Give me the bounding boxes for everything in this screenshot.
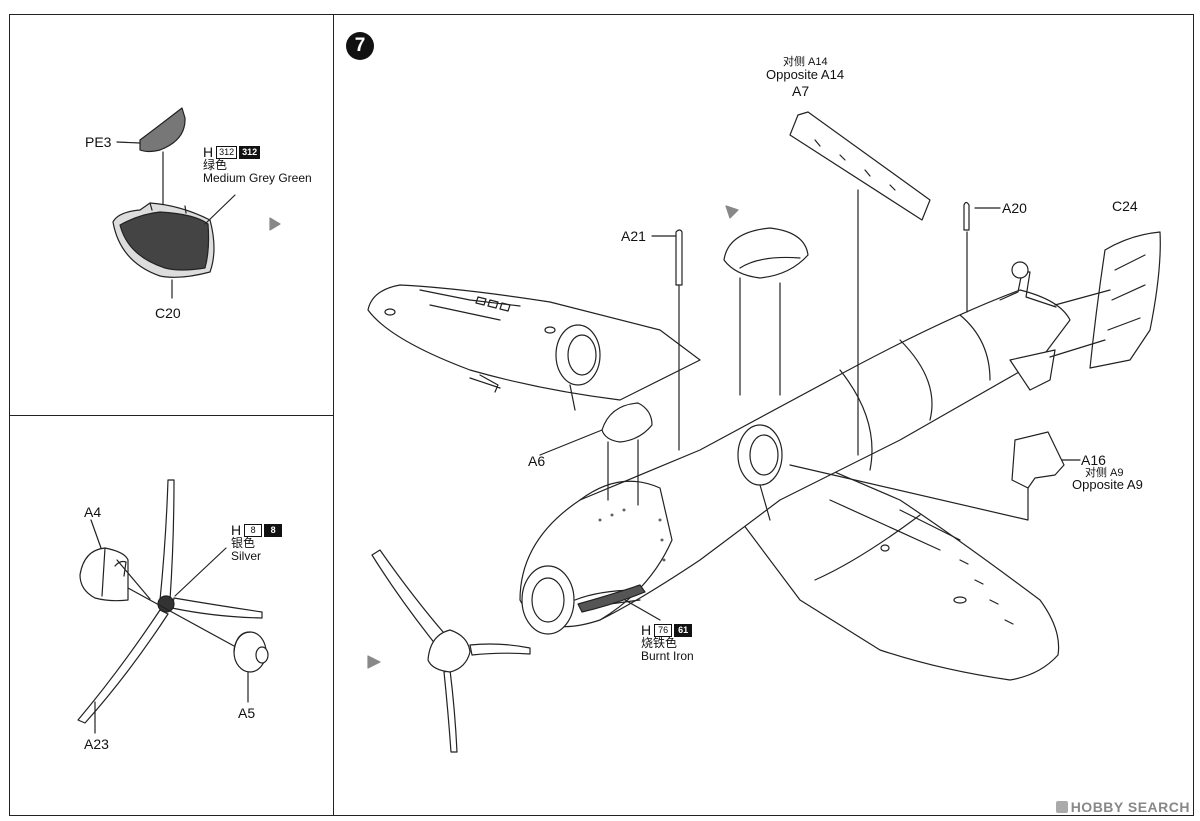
c24-rudder (1089, 231, 1161, 369)
paint-name-cn: 烧铁色 (641, 636, 678, 650)
c20-seat (112, 202, 215, 278)
part-label-a6: A6 (528, 453, 546, 469)
starboard-wing (739, 439, 1060, 681)
engine-cowling (521, 508, 666, 635)
step-number: 7 (346, 32, 374, 60)
paint-code-dark: 312 (239, 146, 261, 159)
hobby-search-logo-icon (1055, 801, 1068, 813)
opposite-cn-a9: 对侧 A9 (1085, 467, 1124, 479)
a4-spinner (79, 547, 129, 602)
part-label-a16: A16 (1081, 452, 1106, 468)
paint-name-en: Burnt Iron (641, 649, 694, 663)
paint-prefix: H (231, 522, 242, 538)
aircraft-propeller (371, 549, 531, 753)
a16-panel (1011, 431, 1065, 489)
paint-name-cn: 银色 (231, 536, 256, 550)
opposite-cn-a14: 对侧 A14 (783, 56, 828, 68)
part-label-a21: A21 (621, 228, 646, 244)
paint-code-light: 8 (244, 524, 263, 537)
a7-flap (789, 111, 931, 221)
part-label-a23: A23 (84, 736, 109, 752)
watermark-text: HOBBY SEARCH (1070, 799, 1190, 815)
canopy (723, 227, 809, 279)
panel-main-step (333, 14, 1194, 816)
a23-propeller (77, 479, 263, 724)
part-label-c24: C24 (1112, 198, 1138, 214)
pe3-seat-harness (139, 107, 186, 153)
paint-prefix: H (641, 622, 652, 638)
paint-name-en: Medium Grey Green (203, 171, 312, 185)
opposite-en-a14: Opposite A14 (766, 67, 845, 82)
part-label-a5: A5 (238, 705, 256, 721)
paint-code-light: 312 (216, 146, 238, 159)
paint-code-dark: 61 (674, 624, 693, 637)
a6-panel (601, 402, 653, 443)
paint-name-en: Silver (231, 549, 262, 563)
paint-code-light: 76 (654, 624, 673, 637)
fuselage (519, 261, 1071, 628)
landing-gear (555, 324, 783, 521)
paint-name-cn: 绿色 (203, 158, 228, 172)
part-label-c20: C20 (155, 305, 181, 321)
paint-code-dark: 8 (264, 524, 283, 537)
a5-hub (233, 631, 269, 673)
port-wing (367, 284, 701, 401)
paint-prefix: H (203, 144, 214, 160)
part-label-a7: A7 (792, 83, 810, 99)
part-label-a20: A20 (1002, 200, 1027, 216)
part-label-pe3: PE3 (85, 134, 112, 150)
part-label-a4: A4 (84, 504, 102, 520)
watermark: HOBBY SEARCH (1055, 799, 1190, 815)
opposite-en-a9: Opposite A9 (1072, 477, 1143, 492)
